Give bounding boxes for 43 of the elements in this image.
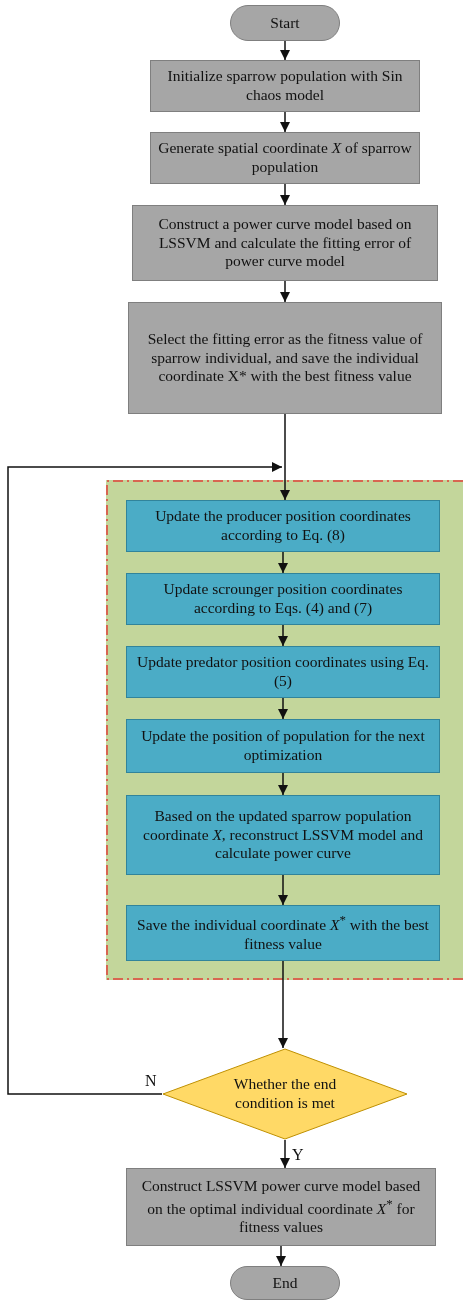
node-text: Construct LSSVM power curve model based on the optimal individual coordinate X$^{*}$ for fitness values (140, 1177, 422, 1237)
arrow (277, 960, 289, 1049)
arrow (279, 183, 291, 206)
arrow (279, 111, 291, 133)
node-text: Update scrounger position coordinates according to Eqs. (4) and (7) (162, 580, 404, 618)
loop-panel (106, 480, 463, 980)
terminal-pill (230, 5, 340, 41)
process-box (126, 795, 440, 875)
process-box (132, 205, 438, 281)
arrow (279, 280, 291, 303)
arrow (275, 1245, 287, 1267)
node-text: End (271, 1273, 299, 1293)
arrow (7, 461, 283, 1095)
arrow (277, 874, 289, 906)
process-box (126, 719, 440, 773)
process-box (126, 905, 440, 961)
node-text: Initialize sparrow population with Sin chaos model (166, 67, 404, 105)
process-box (128, 302, 442, 414)
node-text: Select the fitting error as the fitness value of sparrow individual, and save the individual coordinate X* with the best fitness value (146, 330, 424, 386)
arrow (277, 551, 289, 574)
process-box (150, 60, 420, 112)
arrow (277, 624, 289, 647)
process-box (150, 132, 420, 184)
node-text: Update predator position coordinates using Eq. (5) (136, 653, 430, 691)
node-text: Based on the updated sparrow population coordinate X, reconstruct LSSVM model and calculate power curve (142, 807, 424, 863)
process-box (126, 646, 440, 698)
arrow (279, 40, 291, 61)
arrow (279, 1139, 291, 1169)
terminal-pill (230, 1266, 340, 1300)
node-text: Whether the end condition is met (232, 1075, 338, 1113)
arrow (277, 772, 289, 796)
process-box (126, 500, 440, 552)
node-text: Update the position of population for the next optimization (140, 727, 426, 765)
node-text: Start (269, 13, 301, 33)
process-box (126, 1168, 436, 1246)
arrow (279, 413, 291, 501)
process-box (126, 573, 440, 625)
node-text: Save the individual coordinate X$^{*}$ with the best fitness value (136, 912, 430, 954)
arrow (277, 697, 289, 720)
node-text: Update the producer position coordinates according to Eq. (8) (154, 507, 412, 545)
decision-diamond (162, 1048, 408, 1140)
node-text: Construct a power curve model based on LSSVM and calculate the fitting error of power curve model (157, 215, 413, 271)
node-text: Generate spatial coordinate X of sparrow population (157, 139, 413, 177)
